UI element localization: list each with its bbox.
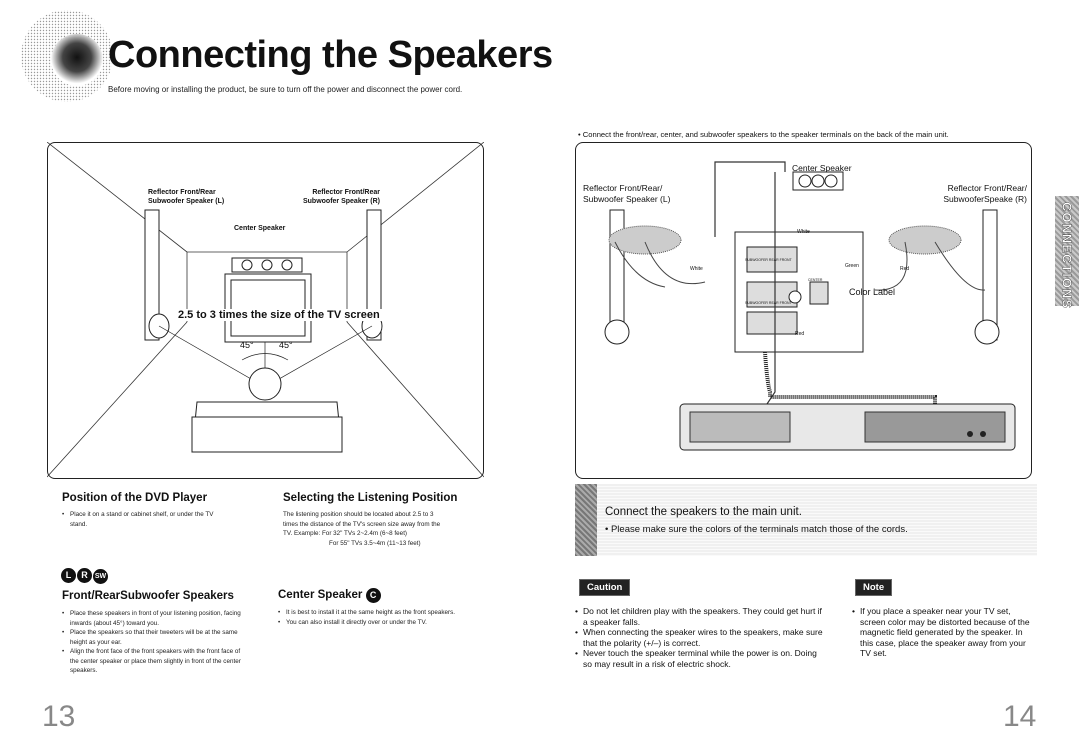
connections-side-tab: CONNECTIONS [1055, 196, 1079, 310]
banner-sub-line: Please make sure the colors of the termi… [610, 524, 908, 535]
caution-item-2: When connecting the speaker wires to the… [575, 627, 825, 648]
badge-sw: SW [93, 569, 108, 584]
right-speaker-label: Reflector Front/Rear Subwoofer Speaker (… [292, 188, 380, 206]
caution-item-1: Do not let children play with the speake… [575, 606, 825, 627]
listening-line-2: times the distance of the TV's screen si… [283, 520, 441, 528]
connect-banner [575, 484, 1037, 556]
connection-diagram-box [575, 142, 1032, 479]
right-left-speaker-label-line1: Reflector Front/Rear/ [583, 183, 663, 193]
center-item-1: It is best to install it at the same hei… [278, 608, 468, 618]
placement-diagram [47, 142, 484, 478]
listening-line-4: For 55" TVs 3.5~4m (11~13 feet) [329, 539, 421, 547]
connection-diagram [604, 161, 1016, 451]
left-speaker-label-line2: Subwoofer Speaker (L) [148, 198, 225, 205]
page-number-right: 14 [1003, 700, 1037, 733]
front-rear-section: Front/RearSubwoofer Speakers Place these… [62, 590, 247, 676]
badge-l: L [61, 568, 76, 583]
center-speaker-title: Center Speaker C [278, 588, 468, 603]
left-speaker-label-line1: Reflector Front/Rear [148, 189, 216, 196]
front-rear-item-3: Align the front face of the front speake… [62, 647, 247, 676]
terminal-label-b: SUBWOOFER REAR FRONT [745, 301, 792, 305]
terminal-label-center: CENTER [808, 278, 823, 282]
caution-label: Caution [579, 579, 631, 596]
wire-label-white-1: White [797, 229, 810, 235]
listening-line-3: TV. Example: For 32" TVs 2~2.4m (6~8 fee… [283, 530, 408, 537]
dvd-position-title: Position of the DVD Player [62, 492, 208, 504]
banner-sub-text: • Please make sure the colors of the ter… [605, 524, 908, 535]
wire-label-red-1: Red [900, 266, 910, 272]
front-rear-item-1: Place these speakers in front of your li… [62, 609, 247, 628]
right-left-speaker-label: Reflector Front/Rear/ Subwoofer Speaker … [583, 183, 670, 205]
angle-left-label: 45° [240, 340, 254, 350]
center-item-2: You can also install it directly over or… [278, 618, 468, 628]
wire-label-green: Green [845, 263, 859, 269]
listening-position-section: Selecting the Listening Position The lis… [283, 492, 483, 548]
right-center-label: Center Speaker [792, 163, 852, 173]
angle-right-label: 45° [279, 340, 293, 350]
note-list: If you place a speaker near your TV set,… [852, 606, 1037, 659]
side-tab-label: CONNECTIONS [1059, 202, 1075, 310]
banner-main-text: Connect the speakers to the main unit. [605, 506, 802, 518]
right-speaker-label-line2: Subwoofer Speaker (R) [302, 198, 380, 205]
dvd-position-item: Place it on a stand or cabinet shelf, or… [62, 510, 222, 529]
right-right-speaker-label: Reflector Front/Rear/ SubwooferSpeake (R… [905, 183, 1027, 205]
dvd-position-section: Position of the DVD Player Place it on a… [62, 492, 262, 529]
center-speaker-label: Center Speaker [234, 225, 286, 232]
caution-list: Do not let children play with the speake… [575, 606, 825, 669]
right-right-speaker-label-line2: SubwooferSpeake (R) [943, 194, 1027, 204]
badge-c: C [365, 588, 381, 603]
right-right-speaker-label-line1: Reflector Front/Rear/ [947, 183, 1027, 193]
wire-label-red-2: Red [795, 331, 805, 337]
decorative-dotted-disc [21, 10, 112, 102]
left-speaker-label: Reflector Front/Rear Subwoofer Speaker (… [148, 188, 224, 206]
right-speaker-label-line1: Reflector Front/Rear [312, 189, 380, 196]
listening-position-title: Selecting the Listening Position [283, 492, 458, 504]
listening-line-1: The listening position should be located… [283, 511, 434, 518]
right-left-speaker-label-line2: Subwoofer Speaker (L) [583, 194, 671, 204]
note-label: Note [855, 579, 893, 596]
page-number-left: 13 [42, 700, 76, 733]
page-subtitle: Before moving or installing the product,… [108, 85, 463, 94]
terminal-label-a: SUBWOOFER REAR FRONT [745, 258, 792, 262]
center-speaker-title-text: Center Speaker [278, 589, 363, 601]
color-label-text: Color Label [849, 287, 896, 297]
banner-accent-bar [575, 484, 597, 556]
page-title: Connecting the Speakers [108, 34, 553, 76]
note-item-1: If you place a speaker near your TV set,… [852, 606, 1037, 659]
connection-intro: • Connect the front/rear, center, and su… [578, 130, 949, 139]
wire-label-white-2: White [690, 266, 703, 272]
front-rear-item-2: Place the speakers so that their tweeter… [62, 628, 247, 647]
caution-item-3: Never touch the speaker terminal while t… [575, 648, 825, 669]
distance-label: 2.5 to 3 times the size of the TV screen [176, 309, 382, 321]
placement-diagram-box [47, 142, 484, 479]
front-rear-title: Front/RearSubwoofer Speakers [62, 590, 234, 602]
connection-intro-text: Connect the front/rear, center, and subw… [582, 130, 949, 139]
badge-r: R [77, 568, 92, 583]
center-speaker-section: Center Speaker C It is best to install i… [278, 588, 468, 627]
